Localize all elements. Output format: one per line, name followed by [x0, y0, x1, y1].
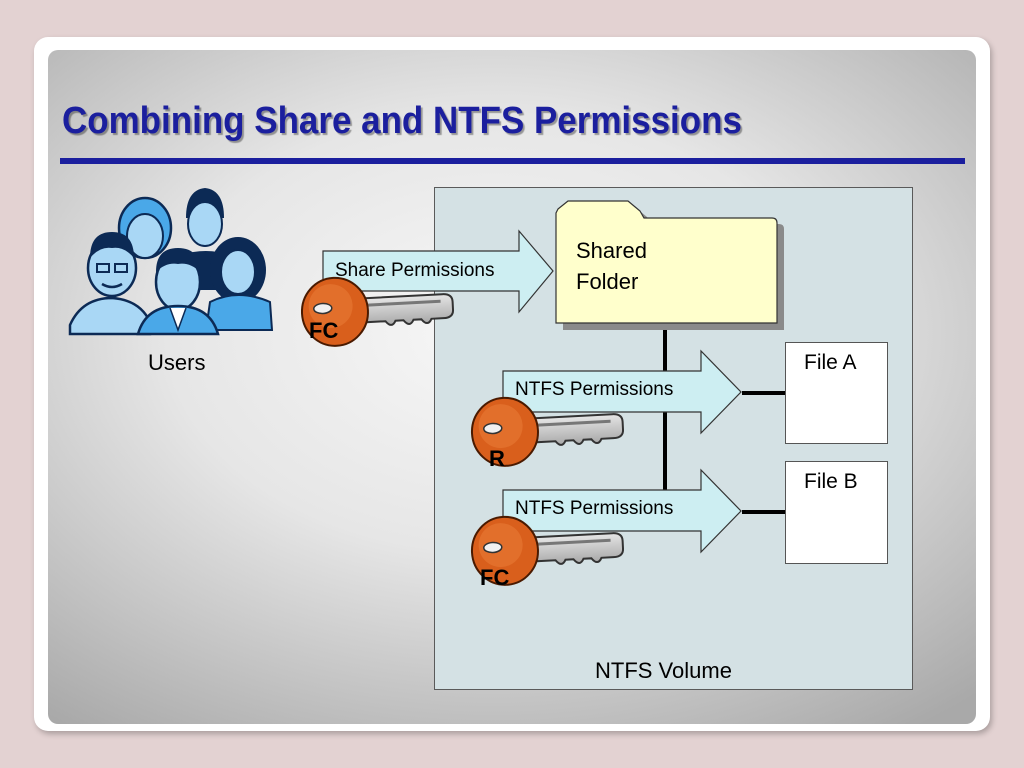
- shared-folder-label-line2: Folder: [576, 269, 639, 294]
- ntfs-key-label-a: R: [489, 446, 505, 471]
- shared-folder-icon: [555, 200, 784, 330]
- ntfs-key-label-b: FC: [480, 565, 510, 590]
- file-a-box: [785, 342, 888, 444]
- file-b-label: File B: [804, 470, 858, 493]
- file-b-box: [785, 461, 888, 564]
- ntfs-permissions-arrow-b: [502, 468, 742, 554]
- slide-title: Combining Share and NTFS Permissions: [62, 100, 742, 142]
- shared-folder-label-line1: Shared: [576, 238, 647, 263]
- ntfs-permissions-arrow-a: [502, 349, 742, 435]
- ntfs-permissions-label-b: NTFS Permissions: [515, 498, 674, 519]
- ntfs-volume-label: NTFS Volume: [595, 658, 732, 683]
- ntfs-permissions-label-a: NTFS Permissions: [515, 379, 674, 400]
- connector-lines: [663, 322, 786, 514]
- title-underline: [60, 158, 965, 164]
- share-permissions-label: Share Permissions: [335, 260, 495, 281]
- users-label: Users: [148, 350, 206, 375]
- file-a-label: File A: [804, 351, 857, 374]
- share-key-label: FC: [309, 318, 339, 343]
- users-group-icon: [68, 188, 274, 336]
